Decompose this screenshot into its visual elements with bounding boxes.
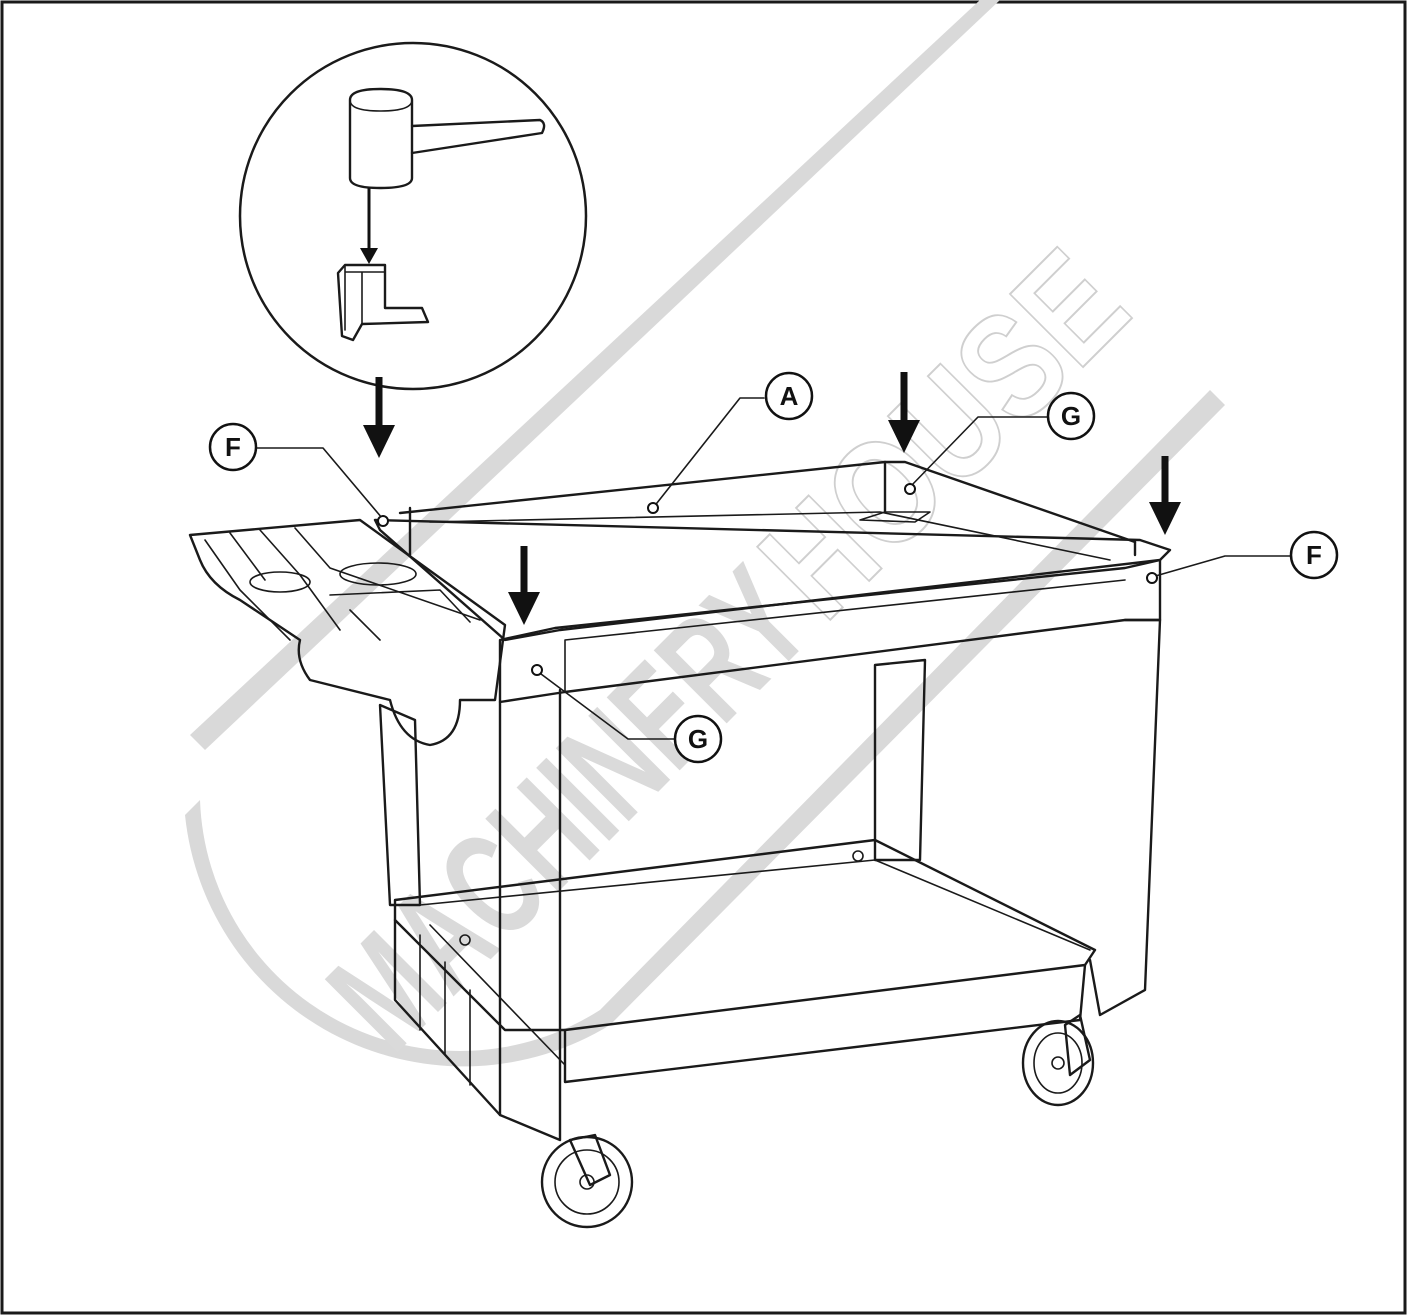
utility-cart <box>188 460 1172 1229</box>
corner-bracket-icon <box>336 263 430 342</box>
callout-g-front-label: G <box>688 724 708 754</box>
callout-a: A <box>647 371 814 514</box>
callout-g-front: G <box>531 664 723 764</box>
callout-f-right-label: F <box>1306 540 1322 570</box>
callout-g-top: G <box>904 391 1096 495</box>
down-arrow-icon <box>508 546 540 625</box>
caster-wheel <box>1021 1013 1095 1107</box>
down-arrow-icon <box>888 372 920 453</box>
down-arrow-icon <box>1149 456 1181 535</box>
down-arrow-icon <box>360 188 378 264</box>
detail-inset <box>238 41 588 391</box>
callout-f-left-label: F <box>225 432 241 462</box>
down-arrow-icon <box>363 377 395 458</box>
callout-f-left: F <box>208 422 389 527</box>
callout-g-top-label: G <box>1061 401 1081 431</box>
callout-f-right: F <box>1146 530 1339 584</box>
mallet-icon <box>348 87 546 190</box>
caster-wheel <box>540 1133 634 1229</box>
callout-a-label: A <box>780 381 799 411</box>
